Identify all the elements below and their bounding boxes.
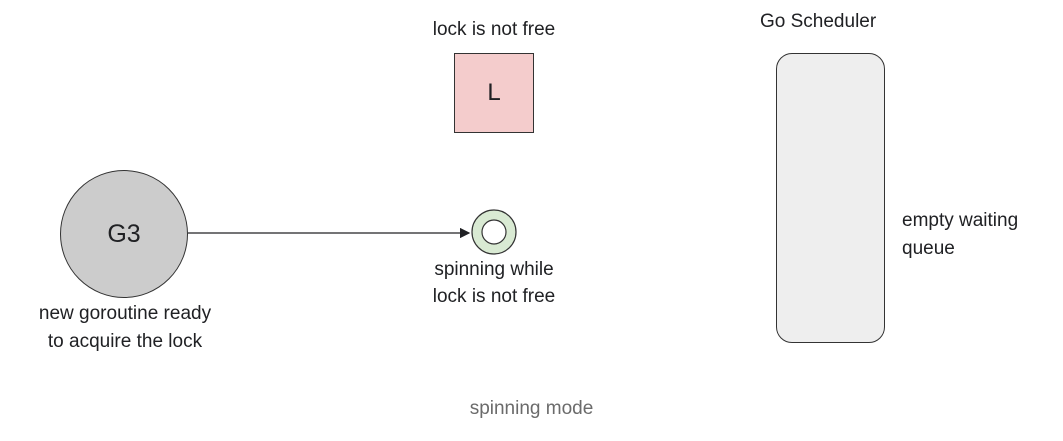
lock-letter: L [487, 79, 501, 106]
goroutine-desc-line1: new goroutine ready [38, 303, 212, 324]
goroutine-desc-line2: to acquire the lock [47, 331, 203, 352]
spinner-label-line1: spinning while [434, 259, 554, 280]
diagram-caption: spinning mode [469, 398, 594, 419]
scheduler-title: Go Scheduler [760, 11, 877, 32]
waiting-queue [776, 53, 885, 343]
queue-label-line1: empty waiting [902, 210, 1019, 231]
spinner-label-line2: lock is not free [432, 286, 556, 307]
queue-label-line2: queue [902, 238, 955, 259]
lock-box: L [454, 53, 534, 133]
goroutine-name: G3 [107, 219, 141, 248]
spinner-icon [471, 209, 517, 255]
goroutine-g3: G3 [60, 170, 188, 298]
lock-status-label: lock is not free [432, 19, 556, 40]
